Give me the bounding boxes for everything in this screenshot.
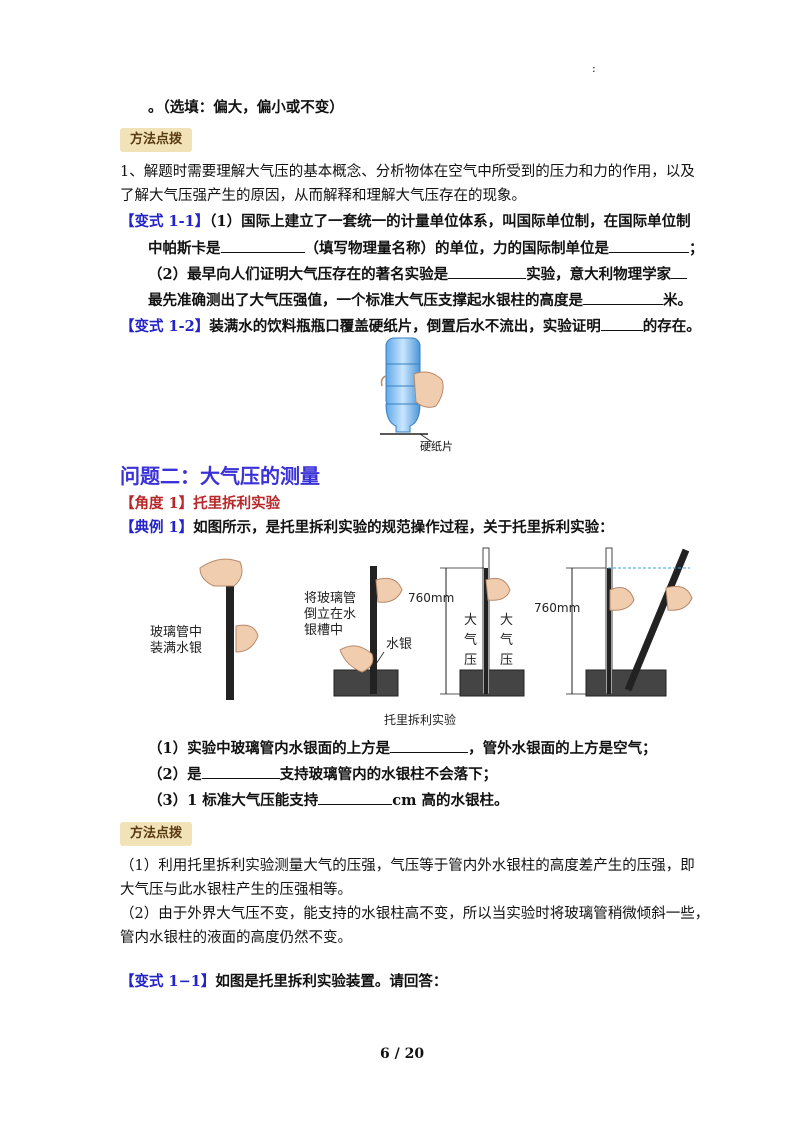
- tip1-line2: 了解大气压强产生的原因，从而解释和理解大气压存在的现象。: [120, 188, 526, 204]
- hand-icon: [339, 645, 374, 673]
- variant-1-1-b: 【变式 1−1】如图是托里拆利实验装置。请回答：: [120, 973, 448, 990]
- variant-1-2: 【变式 1-2】装满水的饮料瓶瓶口覆盖硬纸片，倒置后水不流出，实验证明的存在。: [120, 316, 701, 335]
- variant-1-1-q1a: 【变式 1-1】（1）国际上建立了一套统一的计量单位体系，叫国际单位制，在国际单…: [120, 213, 691, 230]
- method-badge: 方法点拨: [120, 128, 193, 152]
- answer-blank[interactable]: [583, 290, 663, 305]
- label-invert-line2: 倒立在水: [304, 607, 356, 622]
- answer-blank[interactable]: [390, 738, 469, 753]
- header-mark: :: [592, 62, 596, 75]
- label-fill-line1: 玻璃管中: [150, 625, 202, 640]
- answer-blank[interactable]: [201, 764, 280, 779]
- glass-tube: [226, 560, 234, 700]
- answer-blank[interactable]: [448, 264, 527, 279]
- label-invert-line1: 将玻璃管: [304, 591, 356, 606]
- example-q2: （2）是支持玻璃管内的水银柱不会落下；: [148, 764, 498, 783]
- answer-blank[interactable]: [671, 264, 688, 279]
- label-atm1-1: 气: [464, 632, 477, 648]
- label-atm2-1: 气: [500, 632, 513, 648]
- label-atm1-2: 压: [464, 653, 477, 668]
- glass-tube: [370, 566, 377, 694]
- variant-1-1-q2b: 最先准确测出了大气压强值，一个标准大气压支撑起水银柱的高度是米。: [148, 290, 692, 309]
- tip2-line3: （2）由于外界大气压不变，能支持的水银柱高不变，所以当实验时将玻璃管稍微倾斜一些…: [120, 906, 710, 922]
- inverted-bottle-figure: [380, 337, 444, 443]
- tip2-line4: 管内水银柱的液面的高度仍然不变。: [120, 930, 352, 946]
- label-atm1-0: 大: [464, 613, 477, 628]
- method-badge: 方法点拨: [120, 822, 193, 846]
- hand-icon: [665, 585, 693, 611]
- answer-blank[interactable]: [600, 316, 643, 331]
- page-number: 6 / 20: [380, 1046, 425, 1062]
- label-760mm-b: 760mm: [534, 601, 580, 615]
- hand-icon: [235, 624, 259, 653]
- section-title: 问题二：大气压的测量: [120, 464, 320, 488]
- variant-1-1-q2a: （2）最早向人们证明大气压存在的著名实验是实验，意大利物理学家: [148, 264, 688, 285]
- answer-blank[interactable]: [609, 238, 689, 253]
- intro-fill-line: 。（选填：偏大，偏小或不变）: [148, 99, 344, 116]
- label-invert-line3: 银槽中: [304, 623, 343, 638]
- answer-blank[interactable]: [220, 238, 305, 253]
- label-atm2-0: 大: [500, 613, 513, 628]
- angle-tag: 【角度 1】托里拆利实验: [120, 495, 281, 512]
- label-760mm-a: 760mm: [408, 591, 454, 605]
- variant-tag: 【变式 1−1】: [120, 973, 216, 990]
- tip2-line1: （1）利用托里拆利实验测量大气的压强，气压等于管内外水银柱的高度差产生的压强，即: [120, 858, 695, 874]
- label-fill-line2: 装满水银: [150, 641, 202, 656]
- mercury-dish: [585, 669, 667, 697]
- tip2-line2: 大气压与此水银柱产生的压强相等。: [120, 882, 352, 898]
- hand-icon: [199, 558, 243, 587]
- variant-tag: 【变式 1-1】: [120, 213, 210, 230]
- example-tag: 【典例 1】: [120, 519, 194, 536]
- torricelli-diagram: 玻璃管中 装满水银 将玻璃管 倒立在水 银槽中 水银 760mm 大 气 压 大…: [150, 547, 693, 727]
- label-mercury: 水银: [386, 637, 412, 652]
- answer-blank[interactable]: [318, 790, 393, 805]
- label-atm2-2: 压: [500, 653, 513, 668]
- mercury-dish: [459, 669, 525, 697]
- hand-icon: [375, 577, 403, 603]
- hand-icon: [609, 587, 635, 611]
- diagram-caption: 托里拆利实验: [384, 712, 456, 727]
- tilted-glass-tube: [624, 548, 690, 692]
- tip1-line1: 1、解题时需要理解大气压的基本概念、分析物体在空气中所受到的压力和力的作用，以及: [120, 164, 695, 180]
- example-q1: （1）实验中玻璃管内水银面的上方是，管外水银面的上方是空气；: [148, 738, 657, 757]
- bottle-caption: 硬纸片: [420, 440, 453, 453]
- variant-1-1-q1b: 中帕斯卡是（填写物理量名称）的单位，力的国际制单位是；: [148, 238, 704, 257]
- variant-tag: 【变式 1-2】: [120, 318, 210, 335]
- example-1: 【典例 1】如图所示，是托里拆利实验的规范操作过程，关于托里拆利实验：: [120, 519, 614, 536]
- hand-icon: [485, 577, 511, 601]
- mercury-dish: [333, 669, 399, 697]
